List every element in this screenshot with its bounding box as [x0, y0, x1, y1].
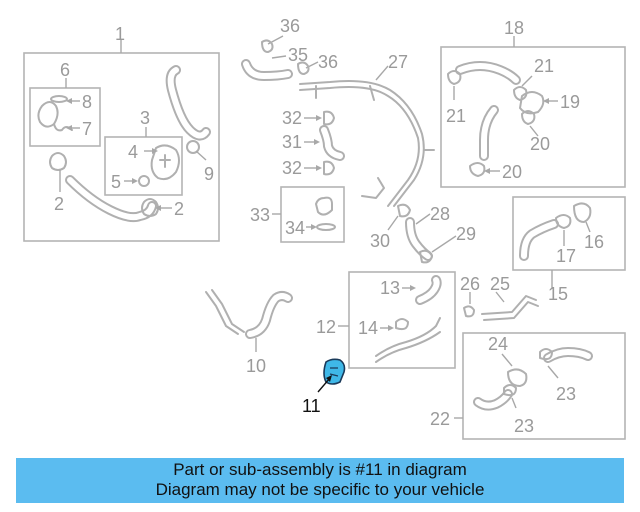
- callout-10: 10: [246, 356, 266, 376]
- callout-8: 8: [82, 92, 92, 112]
- callout-2a: 2: [54, 194, 64, 214]
- callout-20a: 20: [530, 134, 550, 154]
- callout-19: 19: [560, 92, 580, 112]
- thermostat-housing-part: [138, 144, 180, 187]
- callout-9: 9: [204, 164, 214, 184]
- group-1: 1 6 8 7 3 4 5: [23, 24, 220, 242]
- group-22-box: [462, 332, 626, 440]
- callout-25: 25: [490, 274, 510, 294]
- callout-26: 26: [460, 274, 480, 294]
- callout-20b: 20: [502, 162, 522, 182]
- callout-5: 5: [111, 172, 121, 192]
- callout-21a: 21: [446, 106, 466, 126]
- callout-4: 4: [128, 142, 138, 162]
- callout-1: 1: [115, 24, 125, 44]
- hose-10-part: 10: [205, 289, 293, 376]
- callout-31: 31: [282, 132, 302, 152]
- lower-hose-part: [49, 152, 159, 223]
- group-18: 18 21 21 19 20 20: [440, 18, 626, 188]
- group-22: 22 24 23 23: [430, 332, 626, 440]
- group-12-box: [348, 271, 456, 369]
- group-18-box: [440, 46, 626, 188]
- callout-36b: 36: [318, 52, 338, 72]
- group-6-box: [29, 87, 101, 147]
- callout-18: 18: [504, 18, 524, 38]
- callout-23a: 23: [556, 384, 576, 404]
- group-15-box: [512, 196, 626, 271]
- banner-line-1: Part or sub-assembly is #11 in diagram: [173, 460, 467, 479]
- coolant-pipe-assembly: 36 35 36 27 32 31 32: [241, 16, 435, 207]
- callout-16: 16: [584, 232, 604, 252]
- callout-23b: 23: [514, 416, 534, 436]
- callout-24: 24: [488, 334, 508, 354]
- callout-33: 33: [250, 205, 270, 225]
- callout-15: 15: [548, 284, 568, 304]
- callout-32a: 32: [282, 108, 302, 128]
- group-33: 33 34: [250, 186, 345, 243]
- callout-22: 22: [430, 409, 450, 429]
- part-11-highlighted[interactable]: 11: [302, 358, 346, 416]
- callout-29: 29: [456, 224, 476, 244]
- callout-36a: 36: [280, 16, 300, 36]
- group-15: 15 17 16: [512, 196, 626, 304]
- callout-7: 7: [82, 119, 92, 139]
- callout-28: 28: [430, 204, 450, 224]
- callout-27: 27: [388, 52, 408, 72]
- callout-2b: 2: [174, 199, 184, 219]
- callout-34: 34: [285, 218, 305, 238]
- callout-21b: 21: [534, 56, 554, 76]
- callout-17: 17: [556, 246, 576, 266]
- callout-14: 14: [358, 318, 378, 338]
- upper-hose-part: [165, 65, 211, 154]
- callout-30: 30: [370, 231, 390, 251]
- callout-32b: 32: [282, 158, 302, 178]
- callout-11: 11: [302, 396, 321, 416]
- bypass-hose-part: 30 28 29: [370, 203, 476, 264]
- callout-12: 12: [316, 317, 336, 337]
- callout-35: 35: [288, 45, 308, 65]
- info-banner: Part or sub-assembly is #11 in diagram D…: [16, 458, 624, 503]
- callout-3: 3: [140, 108, 150, 128]
- callout-13: 13: [380, 278, 400, 298]
- group-3-box: [104, 136, 183, 196]
- group-12: 12 13 14: [316, 271, 456, 369]
- pipe-25-part: 26 25: [460, 274, 539, 321]
- callout-6: 6: [60, 60, 70, 80]
- banner-line-2: Diagram may not be specific to your vehi…: [155, 480, 485, 499]
